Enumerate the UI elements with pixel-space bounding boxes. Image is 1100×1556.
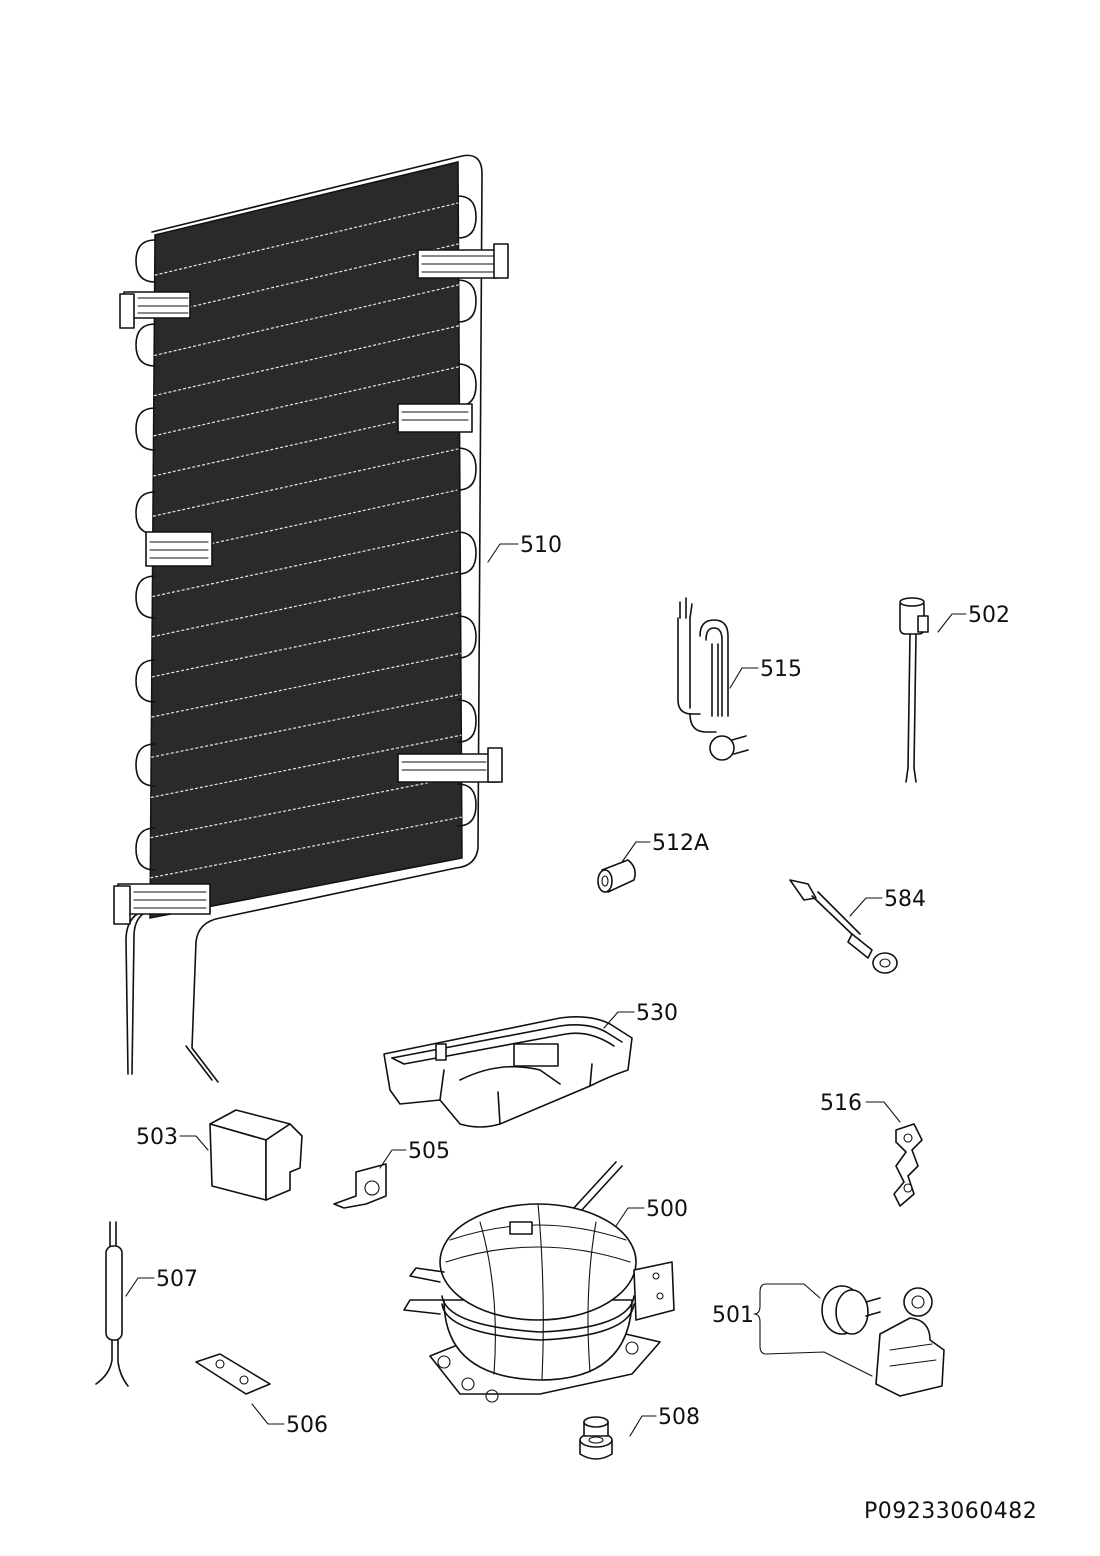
callout-503: 503 [136,1125,209,1151]
part-506[interactable] [195,1353,271,1395]
part-501[interactable] [821,1285,945,1397]
callout-501: 501 [712,1283,873,1377]
part-number-label: 510 [520,533,562,558]
callout-508: 508 [629,1405,700,1437]
condenser-clip-top-right [417,243,509,279]
part-number-label: 512A [652,831,709,856]
condenser-clip-low-right [397,747,503,783]
condenser-frame-tube [151,154,483,1083]
part-number-label: 505 [408,1139,450,1164]
callout-502: 502 [937,603,1010,633]
part-503[interactable] [209,1109,303,1201]
condenser-right-bends [457,195,477,827]
part-508[interactable] [579,1416,613,1460]
drawing-code: P09233060482 [864,1499,1037,1524]
condenser-clip-bottom-left [113,883,211,925]
part-530[interactable] [383,1016,633,1128]
part-505[interactable] [333,1163,387,1209]
callout-506: 506 [251,1403,328,1438]
callout-530: 530 [603,1001,678,1029]
callout-510: 510 [487,533,562,563]
part-number-label: 500 [646,1197,688,1222]
part-516[interactable] [893,1123,923,1207]
condenser-clip-top-left [119,291,191,329]
part-number-label: 516 [820,1091,862,1116]
condenser-clip-mid-left [145,531,213,567]
callout-516: 516 [820,1091,901,1123]
part-number-label: 530 [636,1001,678,1026]
condenser-fin-lines [150,202,462,879]
condenser-inlet-tube [131,909,151,1075]
condenser-clip-mid-right [397,403,473,433]
callout-512a: 512A [621,831,709,863]
callout-500: 500 [615,1197,688,1227]
callout-584: 584 [849,887,926,917]
part-number-label: 503 [136,1125,178,1150]
callout-515: 515 [729,657,802,689]
part-502[interactable] [899,597,929,783]
part-condenser-510[interactable] [113,154,509,1083]
part-number-label: 584 [884,887,926,912]
part-584[interactable] [789,879,898,974]
condenser-fin-panel [149,161,463,919]
part-number-label: 506 [286,1413,328,1438]
part-number-label: 502 [968,603,1010,628]
part-number-label: 501 [712,1303,754,1328]
part-number-label: 508 [658,1405,700,1430]
callout-507: 507 [125,1267,198,1297]
part-515[interactable] [677,597,749,761]
part-507[interactable] [95,1221,129,1387]
part-500-compressor[interactable] [403,1161,675,1403]
part-number-label: 507 [156,1267,198,1292]
part-512a[interactable] [597,859,636,893]
condenser-outlet-tube-end [185,1045,213,1081]
callout-505: 505 [379,1139,450,1169]
part-number-label: 515 [760,657,802,682]
